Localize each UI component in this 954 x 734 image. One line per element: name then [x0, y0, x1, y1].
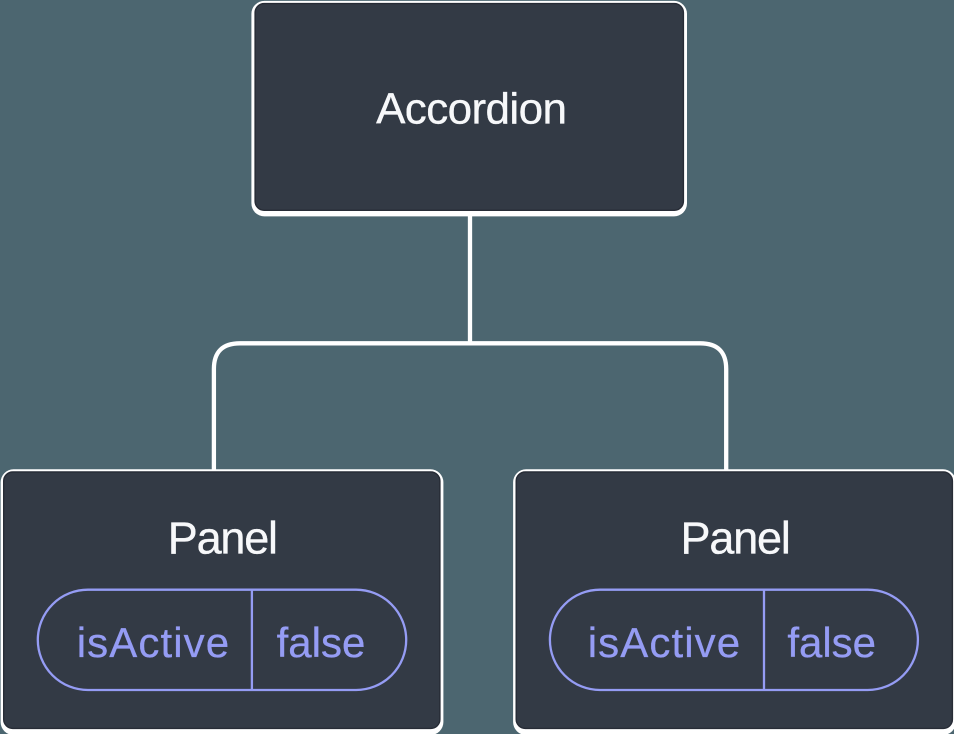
svg-text:Panel: Panel — [681, 512, 790, 563]
svg-text:Panel: Panel — [168, 512, 277, 563]
svg-text:false: false — [277, 619, 366, 666]
svg-text:isActive: isActive — [77, 619, 231, 666]
svg-text:isActive: isActive — [588, 619, 742, 666]
svg-text:false: false — [787, 619, 876, 666]
svg-text:Accordion: Accordion — [376, 84, 566, 133]
